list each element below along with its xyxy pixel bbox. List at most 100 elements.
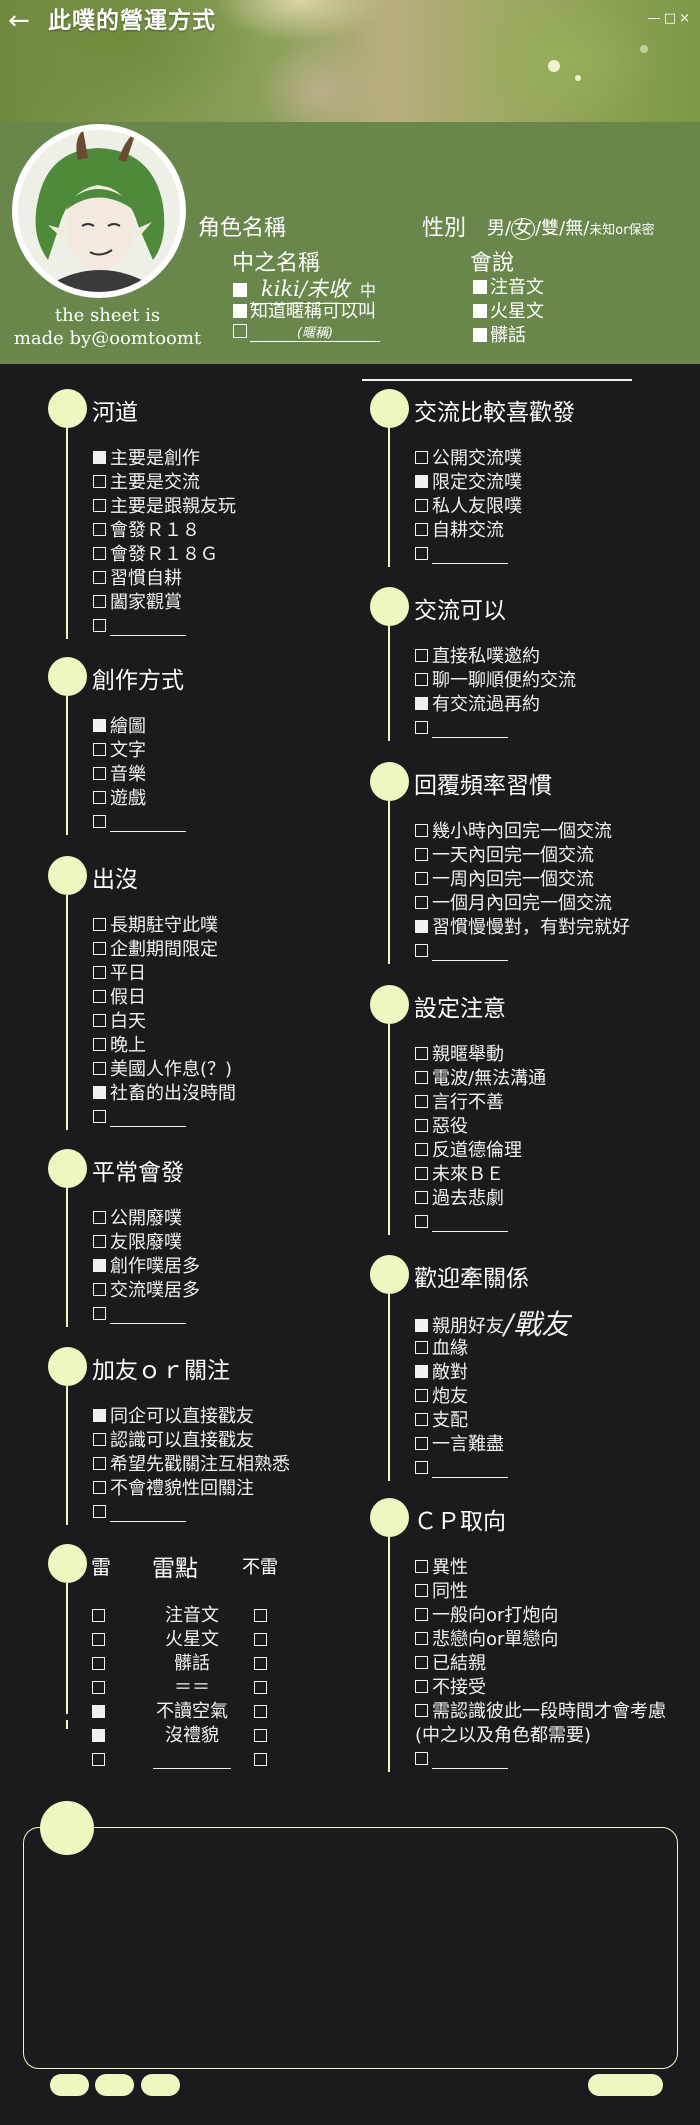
checkbox[interactable] (415, 1047, 428, 1060)
checkbox[interactable] (93, 918, 106, 931)
mine-right-checkbox[interactable] (254, 1729, 267, 1742)
checkbox[interactable] (93, 1307, 106, 1320)
checkbox[interactable] (415, 824, 428, 837)
blank-input-line[interactable] (110, 813, 186, 832)
checkbox[interactable] (415, 1752, 428, 1765)
checkbox[interactable] (415, 1215, 428, 1228)
gender-female-circled[interactable]: 女 (511, 218, 536, 240)
checkbox[interactable] (93, 990, 106, 1003)
mine-left-checkbox[interactable] (92, 1633, 105, 1646)
checkbox[interactable] (415, 1143, 428, 1156)
mine-left-checkbox[interactable] (92, 1729, 105, 1742)
footer-pill-button[interactable] (141, 2074, 180, 2096)
checkbox[interactable] (415, 896, 428, 909)
blank-input-line[interactable] (432, 719, 508, 738)
checkbox[interactable] (415, 1341, 428, 1354)
checkbox[interactable] (415, 451, 428, 464)
mine-left-checkbox[interactable] (92, 1705, 105, 1718)
checkbox[interactable] (415, 1704, 428, 1717)
gender-rest[interactable]: /雙/無/ (535, 218, 590, 239)
checkbox[interactable] (93, 1481, 106, 1494)
checkbox[interactable] (93, 523, 106, 536)
checkbox[interactable] (415, 673, 428, 686)
nickname-field-checkbox[interactable] (233, 324, 247, 338)
mine-left-checkbox[interactable] (92, 1609, 105, 1622)
blank-input-line[interactable] (432, 1213, 508, 1232)
back-arrow-icon[interactable]: ← (8, 6, 30, 36)
checkbox[interactable] (415, 499, 428, 512)
checkbox[interactable] (93, 791, 106, 804)
checkbox[interactable] (415, 848, 428, 861)
footer-pill-button[interactable] (588, 2074, 663, 2096)
nakanohito-checkbox[interactable] (233, 283, 247, 297)
mine-left-checkbox[interactable] (92, 1681, 105, 1694)
blank-input-line[interactable] (432, 942, 508, 961)
footer-pill-button[interactable] (50, 2074, 89, 2096)
blank-input-line[interactable] (110, 1108, 186, 1127)
checkbox[interactable] (415, 1656, 428, 1669)
blank-input-line[interactable] (110, 1503, 186, 1522)
checkbox[interactable] (415, 697, 428, 710)
checkbox[interactable] (93, 1062, 106, 1075)
maximize-icon[interactable]: □ (663, 11, 677, 26)
checkbox[interactable] (93, 475, 106, 488)
mine-right-checkbox[interactable] (254, 1609, 267, 1622)
checkbox[interactable] (93, 815, 106, 828)
checkbox[interactable] (473, 280, 487, 294)
checkbox[interactable] (415, 523, 428, 536)
checkbox[interactable] (415, 944, 428, 957)
checkbox[interactable] (93, 1433, 106, 1446)
checkbox[interactable] (93, 619, 106, 632)
checkbox[interactable] (93, 1235, 106, 1248)
checkbox[interactable] (415, 1119, 428, 1132)
checkbox[interactable] (93, 1259, 106, 1272)
checkbox[interactable] (93, 767, 106, 780)
checkbox[interactable] (415, 1632, 428, 1645)
checkbox[interactable] (93, 1283, 106, 1296)
mine-right-checkbox[interactable] (254, 1633, 267, 1646)
checkbox[interactable] (415, 1319, 428, 1332)
checkbox[interactable] (415, 1437, 428, 1450)
checkbox[interactable] (93, 743, 106, 756)
mine-right-checkbox[interactable] (254, 1681, 267, 1694)
gender-other[interactable]: 未知or保密 (589, 223, 655, 238)
minimize-icon[interactable]: — (647, 11, 661, 26)
checkbox[interactable] (415, 1191, 428, 1204)
checkbox[interactable] (93, 547, 106, 560)
checkbox[interactable] (415, 872, 428, 885)
checkbox[interactable] (415, 1365, 428, 1378)
blank-input-line[interactable] (432, 1750, 508, 1769)
mine-left-checkbox[interactable] (92, 1657, 105, 1670)
blank-input-line[interactable] (110, 1305, 186, 1324)
nickname-checkbox[interactable] (233, 304, 247, 318)
nakanohito-value[interactable]: kiki/未收 (250, 273, 360, 304)
checkbox[interactable] (415, 1461, 428, 1474)
blank-input-line[interactable] (432, 1459, 508, 1478)
checkbox[interactable] (93, 942, 106, 955)
checkbox[interactable] (415, 1608, 428, 1621)
checkbox[interactable] (415, 1071, 428, 1084)
checkbox[interactable] (415, 721, 428, 734)
blank-input-line[interactable] (153, 1750, 231, 1769)
checkbox[interactable] (93, 1110, 106, 1123)
footer-pill-button[interactable] (95, 2074, 134, 2096)
checkbox[interactable] (415, 1584, 428, 1597)
checkbox[interactable] (93, 595, 106, 608)
checkbox[interactable] (93, 1505, 106, 1518)
gender-male[interactable]: 男/ (487, 218, 512, 239)
checkbox[interactable] (93, 499, 106, 512)
checkbox[interactable] (93, 1086, 106, 1099)
checkbox[interactable] (93, 1409, 106, 1422)
checkbox[interactable] (415, 1560, 428, 1573)
checkbox[interactable] (93, 1038, 106, 1051)
mine-right-checkbox[interactable] (254, 1753, 267, 1766)
checkbox[interactable] (415, 547, 428, 560)
checkbox[interactable] (415, 475, 428, 488)
checkbox[interactable] (93, 719, 106, 732)
notes-box[interactable] (23, 1827, 678, 2069)
checkbox[interactable] (93, 451, 106, 464)
mine-right-checkbox[interactable] (254, 1657, 267, 1670)
blank-input-line[interactable] (110, 617, 186, 636)
checkbox[interactable] (415, 1413, 428, 1426)
checkbox[interactable] (415, 1167, 428, 1180)
